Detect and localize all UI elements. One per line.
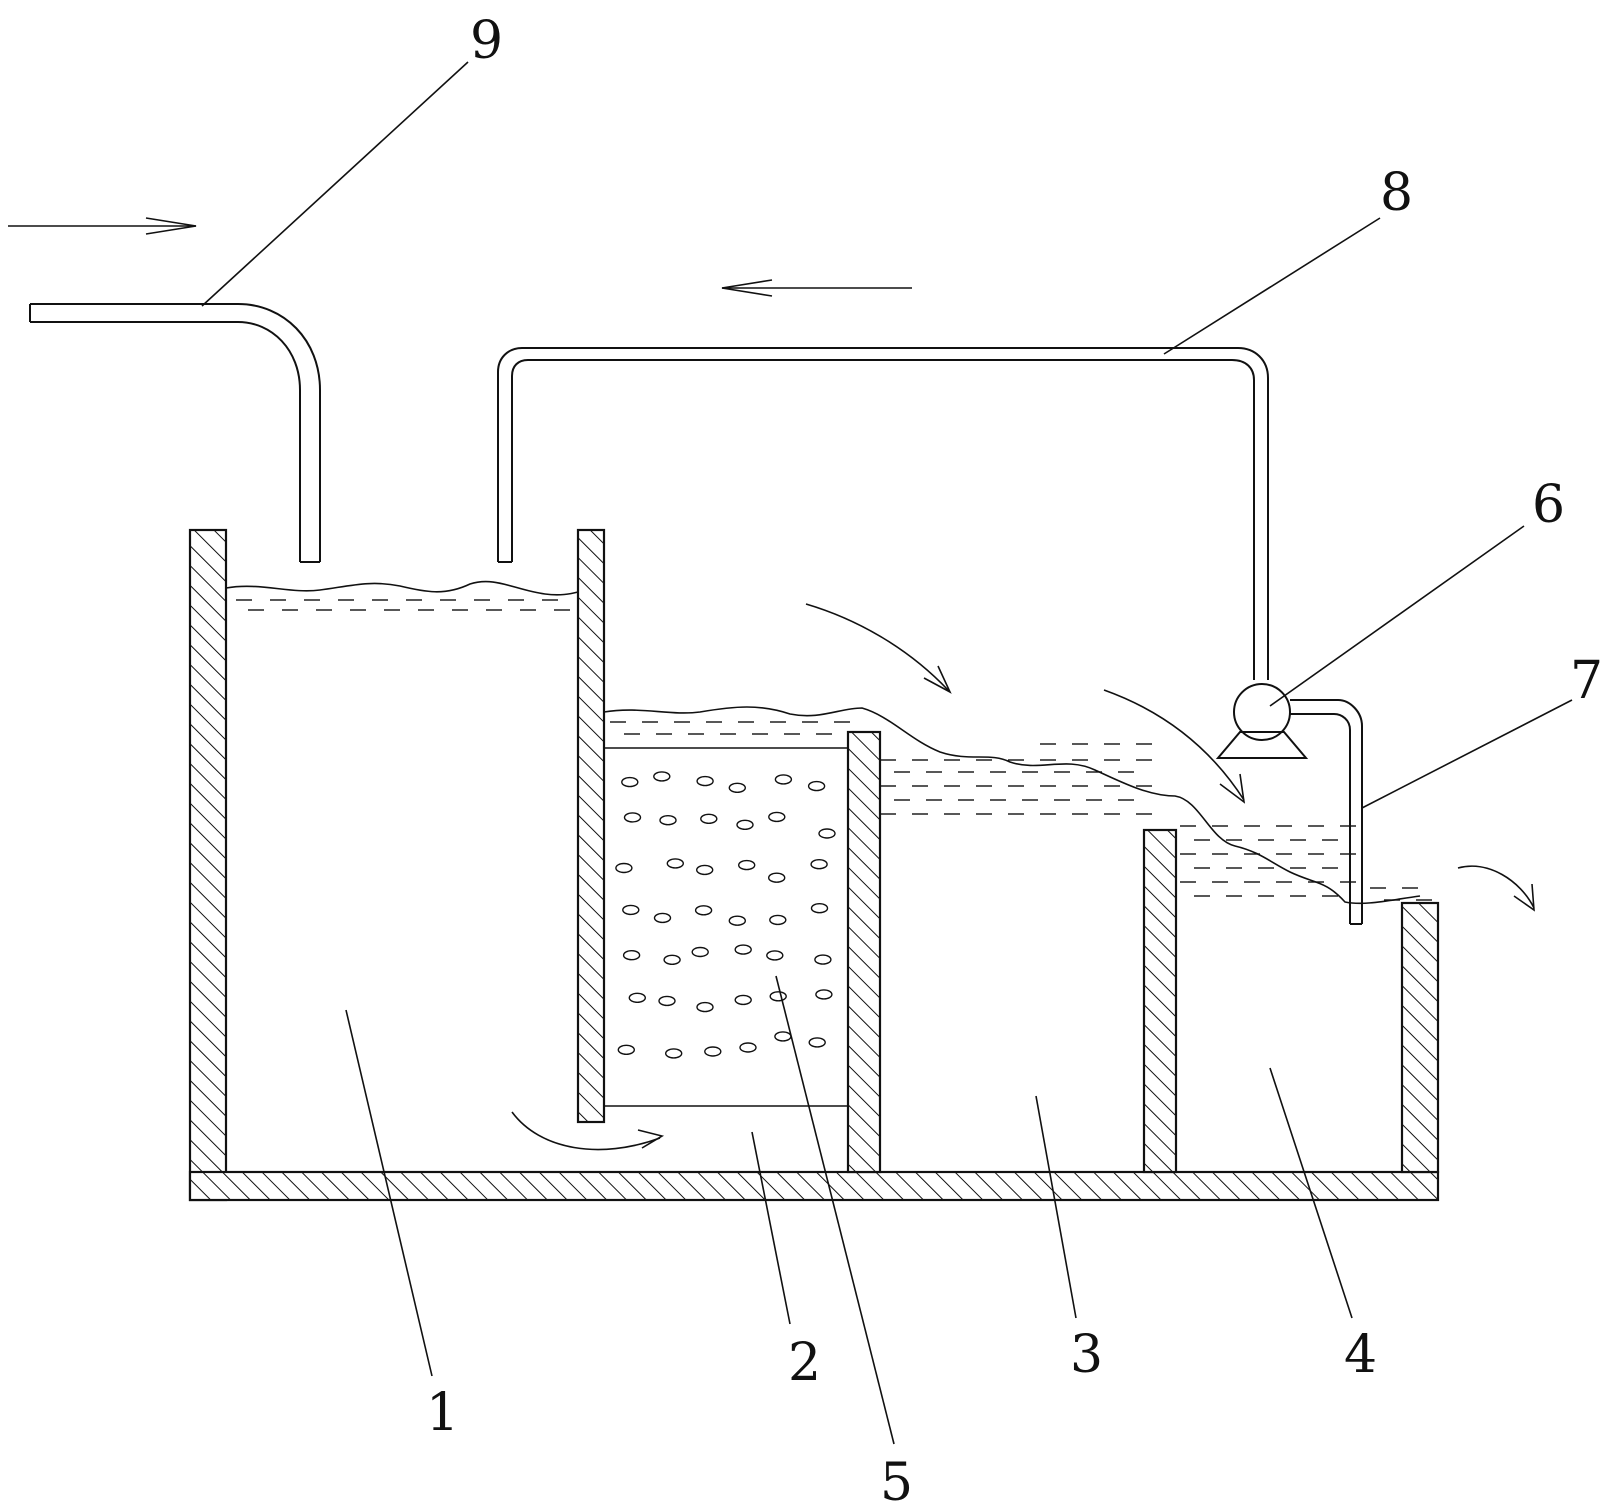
overflow-arrow-1-icon: [805, 603, 952, 694]
leader-5: [775, 975, 895, 1445]
media-particle: [810, 903, 829, 914]
media-particle: [814, 954, 832, 965]
media-particle: [736, 819, 754, 830]
media-particle: [696, 1001, 714, 1013]
media-particle: [774, 1031, 792, 1042]
leader-1: [345, 1009, 433, 1377]
leader-6: [1269, 525, 1525, 707]
filter-media-particles: [615, 771, 836, 1059]
media-particle: [808, 1037, 826, 1048]
label-6: 6: [1532, 475, 1565, 535]
water-dashes-chamber-1: [236, 599, 570, 611]
leader-3: [1035, 1095, 1077, 1319]
return-flow-arrow-icon: [721, 279, 912, 297]
water-dashes-cascade: [610, 721, 1432, 901]
media-particle: [810, 859, 828, 870]
media-particle: [696, 864, 714, 876]
media-particle: [768, 872, 786, 883]
media-particle: [658, 995, 676, 1007]
return-pipe-8: [497, 347, 1269, 680]
media-particle: [768, 811, 786, 823]
media-particle: [694, 905, 713, 916]
media-particle: [738, 859, 756, 871]
overflow-arrow-2-icon: [1103, 689, 1246, 804]
media-particle: [622, 950, 641, 961]
label-5: 5: [880, 1453, 913, 1504]
media-particle: [815, 989, 833, 1000]
media-particle: [704, 1046, 722, 1057]
label-7: 7: [1570, 651, 1600, 711]
label-8: 8: [1380, 163, 1413, 223]
underflow-arrow-icon: [511, 1111, 665, 1151]
media-particle: [617, 1044, 635, 1056]
media-particle: [728, 915, 746, 926]
media-particle: [774, 774, 793, 785]
left-outer-wall: [188, 528, 228, 1202]
media-particle: [663, 954, 681, 965]
media-particle: [766, 950, 784, 961]
media-particle: [666, 858, 684, 869]
tank-walls: [188, 528, 1440, 1202]
leader-2: [751, 1131, 791, 1325]
media-particle: [769, 914, 787, 926]
media-particle: [622, 904, 640, 916]
media-particle: [615, 862, 633, 874]
right-outer-wall: [1400, 901, 1440, 1174]
media-particle: [621, 776, 639, 788]
part-labels: 1 2 3 4 5 6 7 8 9: [426, 11, 1600, 1504]
media-chamber-2: [604, 747, 848, 1107]
media-particle: [739, 1042, 757, 1053]
label-4: 4: [1344, 1325, 1377, 1385]
media-particle: [691, 946, 709, 958]
pump-6-icon: [1215, 683, 1309, 759]
media-particle: [628, 992, 646, 1003]
leader-lines: [201, 61, 1573, 1445]
media-particle: [700, 813, 718, 824]
label-3: 3: [1070, 1325, 1103, 1385]
media-particle: [696, 775, 714, 787]
leader-8: [1163, 217, 1381, 355]
media-particle: [818, 828, 836, 839]
leader-4: [1269, 1067, 1353, 1319]
outlet-flow-arrow-icon: [1457, 865, 1535, 912]
water-surface-chamber-1: [225, 580, 579, 611]
label-9: 9: [470, 11, 503, 71]
inlet-pipe-9: [29, 303, 321, 563]
media-particle: [769, 991, 787, 1002]
media-particle: [734, 994, 752, 1006]
leader-9: [201, 61, 469, 307]
cascade-water-surface: [603, 706, 1432, 905]
leader-7: [1361, 699, 1573, 809]
media-particle: [659, 815, 677, 826]
media-particle: [653, 771, 671, 782]
label-2: 2: [788, 1333, 821, 1393]
media-particle: [728, 782, 746, 793]
inlet-flow-arrow-icon: [8, 217, 197, 235]
label-1: 1: [426, 1383, 459, 1443]
flow-arrows: [8, 217, 1535, 1151]
media-particle: [623, 812, 642, 823]
wall-3-4: [1142, 828, 1178, 1174]
wall-2-3: [846, 730, 882, 1174]
media-particle: [665, 1048, 683, 1059]
media-particle: [807, 780, 826, 792]
media-particle: [653, 912, 672, 924]
suction-pipe-7: [1290, 699, 1363, 925]
baffle-wall-1-2: [576, 528, 606, 1124]
bottom-plate: [188, 1170, 1440, 1202]
media-particle: [734, 944, 752, 955]
